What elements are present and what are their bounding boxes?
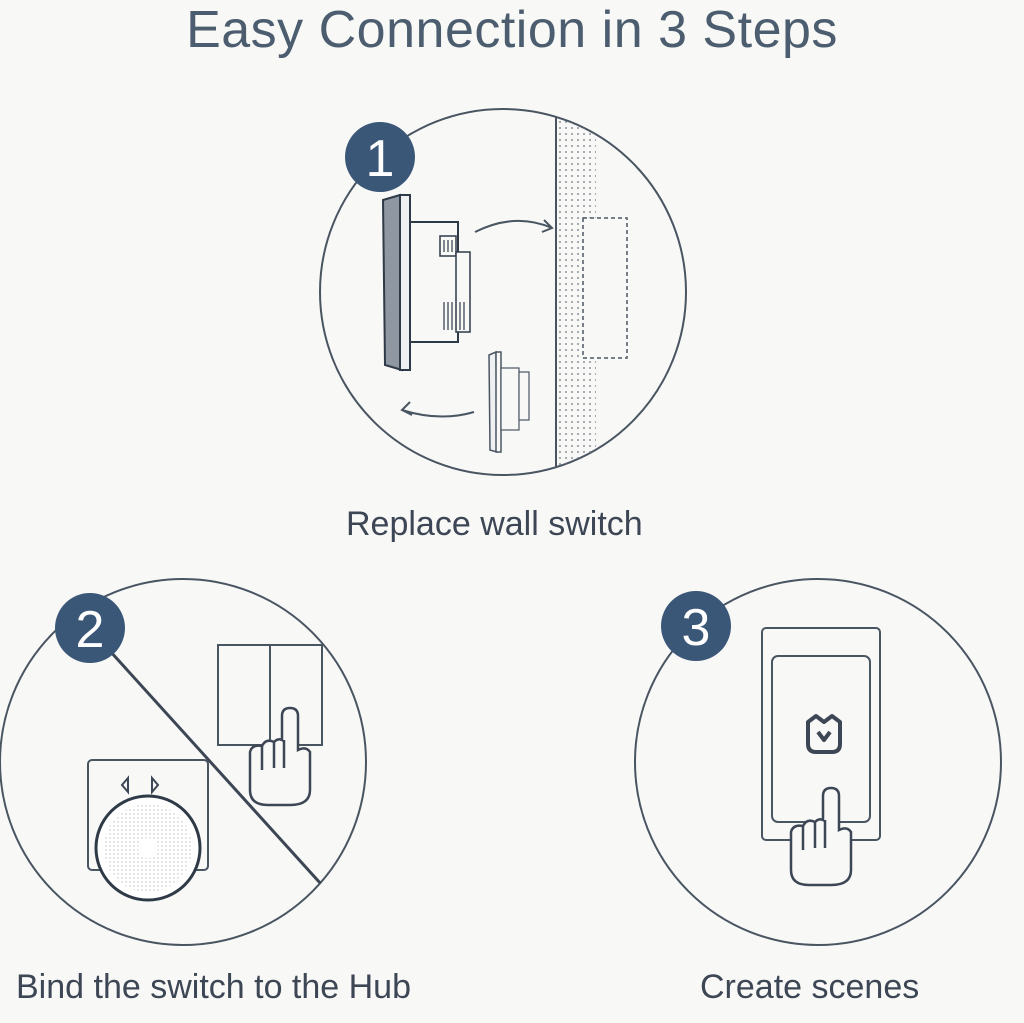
arrow-icon: [401, 409, 475, 418]
mi-home-logo-icon: [806, 714, 842, 754]
wall-switch-icon: [217, 644, 323, 746]
step-2-illustration: 2: [0, 578, 367, 946]
wall-switch-icon: [381, 193, 471, 372]
step-2-badge: [55, 593, 125, 663]
step-2-circle: [0, 578, 367, 946]
step-1-number: 1: [366, 130, 395, 188]
page-title: Easy Connection in 3 Steps: [186, 1, 838, 59]
step-1-badge: [345, 122, 415, 192]
hand-icon: [248, 706, 312, 807]
step-3-number: 3: [682, 599, 711, 657]
step-3-badge: [661, 591, 731, 661]
small-switch-icon: [488, 350, 530, 453]
step-3-illustration: 3: [634, 578, 1002, 946]
step-2-caption: Bind the switch to the Hub: [16, 968, 412, 1006]
step-3-circle: [634, 578, 1002, 946]
arrow-icon: [474, 219, 553, 233]
step-1-circle: [319, 108, 687, 476]
hand-icon: [789, 786, 853, 887]
hub-icon: [94, 794, 202, 902]
step-1-illustration: 1: [319, 108, 687, 476]
step-3-caption: Create scenes: [700, 968, 920, 1006]
step-1-caption: Replace wall switch: [346, 505, 643, 543]
divider-line: [98, 638, 342, 907]
step-2-number: 2: [76, 601, 105, 659]
